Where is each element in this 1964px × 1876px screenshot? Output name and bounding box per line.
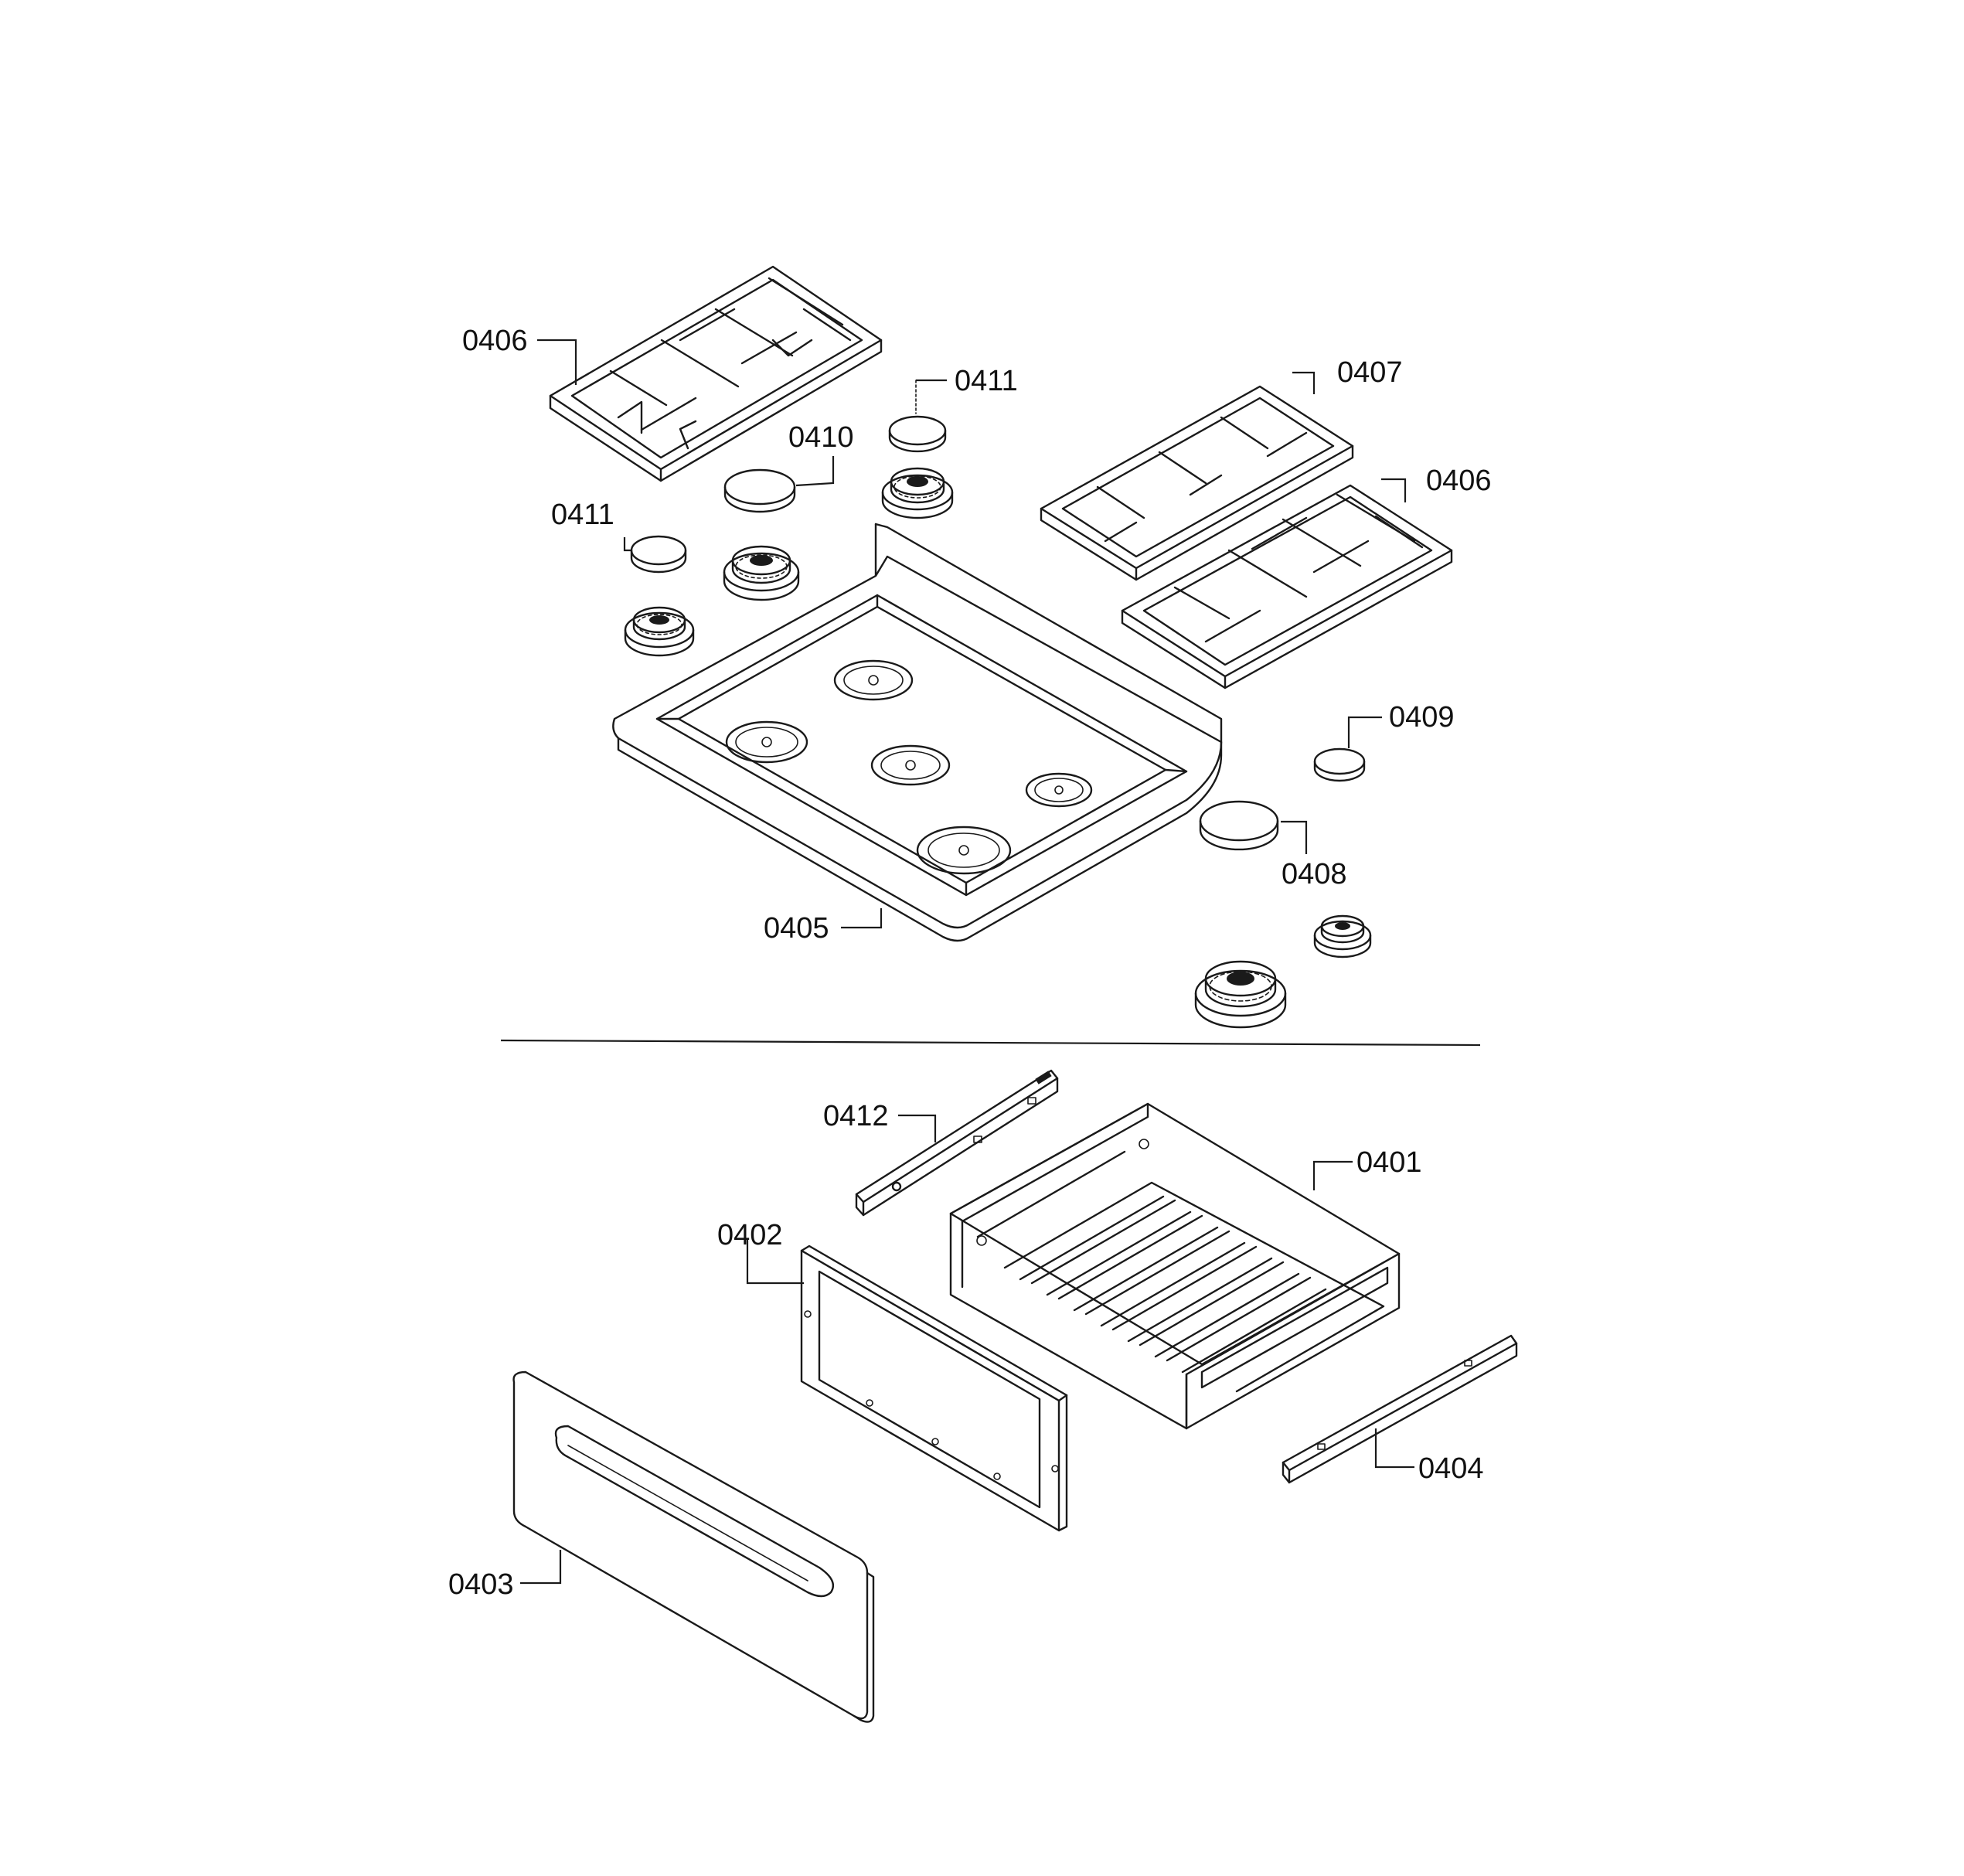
drawer-front[interactable] — [512, 1370, 875, 1723]
cooktop-recess-1 — [833, 659, 914, 701]
burner-base-top[interactable] — [881, 467, 954, 519]
label-cap-large-right: 0408 — [1282, 858, 1347, 890]
grate-right-back[interactable] — [1040, 385, 1354, 581]
burner-cap-medium[interactable] — [723, 468, 796, 513]
drawer-body[interactable] — [949, 1102, 1401, 1430]
leader-lines — [520, 339, 1414, 1585]
cooktop-recess-2 — [725, 720, 808, 764]
cooktop-recess-4 — [1025, 772, 1093, 808]
label-drawer-body: 0401 — [1356, 1146, 1422, 1179]
label-cap-small-right: 0409 — [1389, 701, 1455, 734]
drawer-rail-left[interactable] — [855, 1069, 1059, 1217]
label-grate-right-front: 0406 — [1426, 465, 1492, 497]
label-drawer-rail-right: 0404 — [1418, 1452, 1484, 1485]
section-divider — [500, 1039, 1481, 1047]
cooktop[interactable] — [612, 523, 1223, 942]
burner-cap-small-left[interactable] — [630, 535, 687, 574]
drawer-inner-panel[interactable] — [800, 1244, 1068, 1532]
label-cap-small-top: 0411 — [955, 365, 1018, 397]
cooktop-recess-5 — [916, 826, 1012, 875]
burner-base-right-large[interactable] — [1194, 960, 1287, 1029]
label-cap-small-left: 0411 — [551, 499, 614, 531]
burner-cap-large-right[interactable] — [1199, 800, 1279, 851]
burner-base-right-small[interactable] — [1313, 914, 1372, 958]
label-drawer-rail-left: 0412 — [823, 1100, 889, 1132]
label-cooktop: 0405 — [764, 912, 829, 945]
label-grate-left: 0406 — [462, 325, 528, 357]
label-cap-medium: 0410 — [788, 421, 854, 454]
label-drawer-front: 0403 — [448, 1568, 514, 1601]
drawer-rail-right[interactable] — [1282, 1334, 1518, 1484]
label-grate-right-back: 0407 — [1337, 356, 1403, 389]
burner-base-left[interactable] — [624, 606, 695, 657]
label-drawer-inner-panel: 0402 — [717, 1219, 783, 1251]
burner-cap-small-top[interactable] — [888, 415, 947, 453]
burner-base-middle[interactable] — [723, 545, 800, 601]
callout-labels: 0406 0411 0410 0411 0407 0406 0409 0408 … — [448, 325, 1492, 1601]
grate-right-front[interactable] — [1121, 484, 1453, 689]
cooktop-recess-3 — [870, 744, 951, 786]
grate-left[interactable] — [549, 265, 883, 482]
burner-cap-small-right[interactable] — [1313, 747, 1366, 782]
